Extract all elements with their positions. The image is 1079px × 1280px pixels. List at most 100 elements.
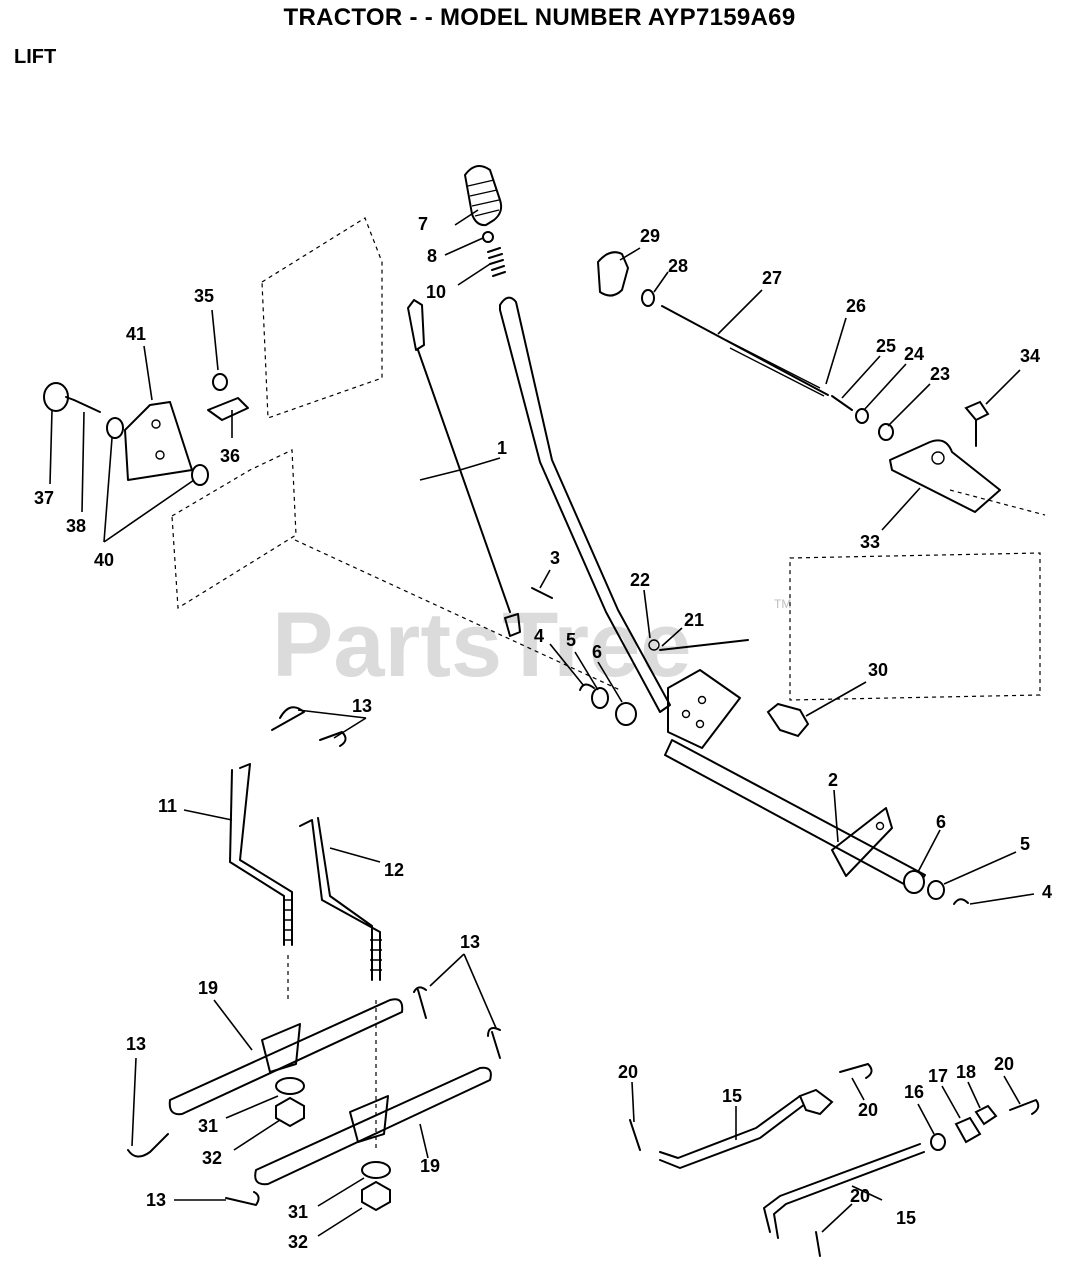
clip-36 [207, 397, 249, 421]
callout-33: 33 [860, 532, 880, 552]
callout-29: 29 [640, 226, 660, 246]
lift-rod-1 [407, 299, 521, 637]
pin-3 [531, 587, 553, 599]
washer-24 [855, 408, 869, 424]
ball-8 [482, 231, 494, 243]
frame-panel-left [171, 217, 621, 691]
washer-23 [878, 423, 894, 441]
callout-28: 28 [668, 256, 688, 276]
knob-37 [43, 382, 75, 412]
callout-36: 36 [220, 446, 240, 466]
cotter-pin-13-b [319, 731, 347, 747]
callout-20-b: 20 [858, 1100, 878, 1120]
washer-40-a [106, 417, 124, 439]
fitting-30 [766, 702, 810, 738]
spring-25 [831, 395, 853, 411]
lift-arm-19-lower [254, 1066, 492, 1186]
washer-35 [212, 373, 228, 391]
callout-35: 35 [194, 286, 214, 306]
lift-handle-tube [499, 296, 671, 713]
bolt-38 [73, 399, 101, 413]
callout-5-right: 5 [1020, 834, 1030, 854]
watermark-trademark: TM [774, 597, 791, 611]
nut-32-b [361, 1180, 391, 1212]
cotter-pin-13-d [487, 1027, 501, 1059]
bushing-31-a [275, 1077, 305, 1095]
nut-32-a [275, 1096, 305, 1128]
callout-2: 2 [828, 770, 838, 790]
bracket-41 [124, 401, 193, 481]
cotter-pin-13-f [225, 1191, 260, 1206]
callout-5-left: 5 [566, 630, 576, 650]
callout-24: 24 [904, 344, 924, 364]
rod-15-lower [763, 1143, 925, 1239]
frame-panel-right [789, 489, 1046, 701]
washer-5-right [927, 880, 945, 900]
cotter-pin-13-c [413, 986, 427, 1019]
bolt-34 [964, 400, 990, 447]
washer-5-left [591, 687, 609, 709]
callout-40: 40 [94, 550, 114, 570]
bracket-33 [889, 439, 1001, 513]
callout-27: 27 [762, 268, 782, 288]
section-label: LIFT [14, 46, 57, 68]
callout-20-d: 20 [850, 1186, 870, 1206]
lift-shaft-2 [664, 669, 926, 891]
callout-labels: 1 2 3 4 4 5 5 6 6 7 8 10 11 12 13 13 13 … [34, 214, 1052, 1252]
callout-21: 21 [684, 610, 704, 630]
callout-19-upper: 19 [198, 978, 218, 998]
callout-38: 38 [66, 516, 86, 536]
callout-4-left: 4 [534, 626, 544, 646]
callout-13-c: 13 [126, 1034, 146, 1054]
rod-27 [661, 305, 829, 396]
clip-20-c [1009, 1099, 1040, 1115]
lift-arm-19-upper [168, 998, 404, 1116]
callout-34: 34 [1020, 346, 1040, 366]
callout-15-b: 15 [896, 1208, 916, 1228]
callout-8: 8 [427, 246, 437, 266]
washer-40-b [191, 464, 209, 486]
callout-18: 18 [956, 1062, 976, 1082]
leader-lines [49, 209, 1035, 1237]
clip-20-d [815, 1231, 821, 1257]
bushing-6-left [615, 702, 637, 726]
callout-7: 7 [418, 214, 428, 234]
callout-6-left: 6 [592, 642, 602, 662]
cotter-pin-13-e [127, 1133, 169, 1158]
callout-3: 3 [550, 548, 560, 568]
washer-16 [930, 1133, 946, 1151]
knob-29 [597, 251, 629, 297]
spring-21 [659, 639, 749, 651]
link-12 [299, 817, 382, 981]
callout-31-a: 31 [198, 1116, 218, 1136]
callout-11: 11 [158, 796, 177, 816]
diagram-title: TRACTOR - - MODEL NUMBER AYP7159A69 [283, 4, 796, 31]
clip-4-left [579, 683, 595, 691]
clip-20-b [839, 1063, 873, 1079]
washer-28 [641, 289, 655, 307]
callout-19-lower: 19 [420, 1156, 440, 1176]
rod-15-upper [659, 1088, 834, 1169]
bushing-31-b [361, 1161, 391, 1179]
callout-1: 1 [497, 438, 507, 458]
callout-25: 25 [876, 336, 896, 356]
callout-15-a: 15 [722, 1086, 742, 1106]
bushing-6-right [903, 870, 925, 894]
callout-13-b: 13 [460, 932, 480, 952]
callout-17: 17 [928, 1066, 948, 1086]
callout-12: 12 [384, 860, 404, 880]
callout-32-a: 32 [202, 1148, 222, 1168]
link-11 [229, 763, 293, 946]
callout-26: 26 [846, 296, 866, 316]
ferrule-17 [954, 1116, 982, 1144]
callout-16: 16 [904, 1082, 924, 1102]
callout-32-b: 32 [288, 1232, 308, 1252]
callout-30: 30 [868, 660, 888, 680]
callout-20-c: 20 [994, 1054, 1014, 1074]
callout-20-a: 20 [618, 1062, 638, 1082]
clip-4-right [953, 898, 969, 905]
watermark-text: PartsTree [272, 594, 691, 696]
callout-6-right: 6 [936, 812, 946, 832]
callout-13-d: 13 [146, 1190, 166, 1210]
spring-26 [725, 339, 825, 397]
